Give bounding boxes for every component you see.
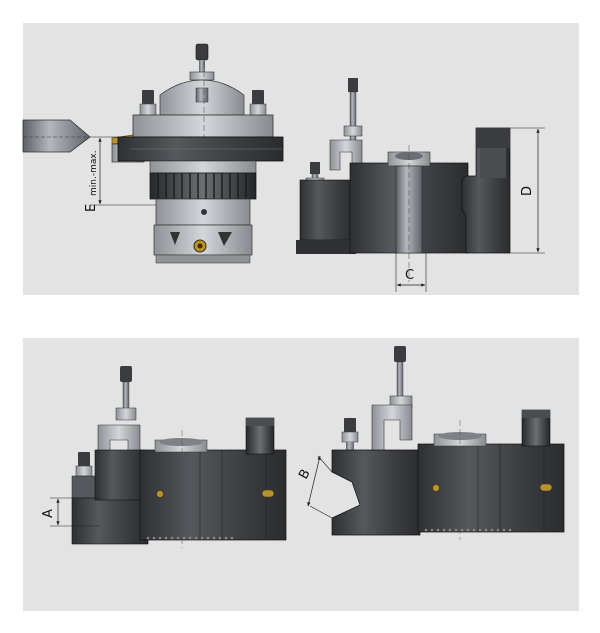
dimension-B-line <box>307 455 321 507</box>
main-block-left <box>139 449 287 541</box>
dimension-C-label: C <box>405 268 414 283</box>
dimension-A-label: A <box>41 509 56 518</box>
dimension-E-label: E <box>84 204 99 212</box>
toolpost-side-view: D C <box>296 78 545 292</box>
dimension-B-label: B <box>296 467 313 482</box>
tool-holder-plate <box>132 114 274 138</box>
main-block-right <box>417 443 565 533</box>
dimension-D-label: D <box>520 186 535 196</box>
toolpost-front-view: E min.-max. <box>22 43 284 264</box>
v-holder-body <box>331 449 421 536</box>
holder-view-B: B <box>296 346 565 540</box>
holder-view-A: A <box>41 366 287 548</box>
top-screw <box>195 43 209 61</box>
dimension-E-range: min.-max. <box>89 150 99 196</box>
lathe-center-tip <box>22 119 91 153</box>
